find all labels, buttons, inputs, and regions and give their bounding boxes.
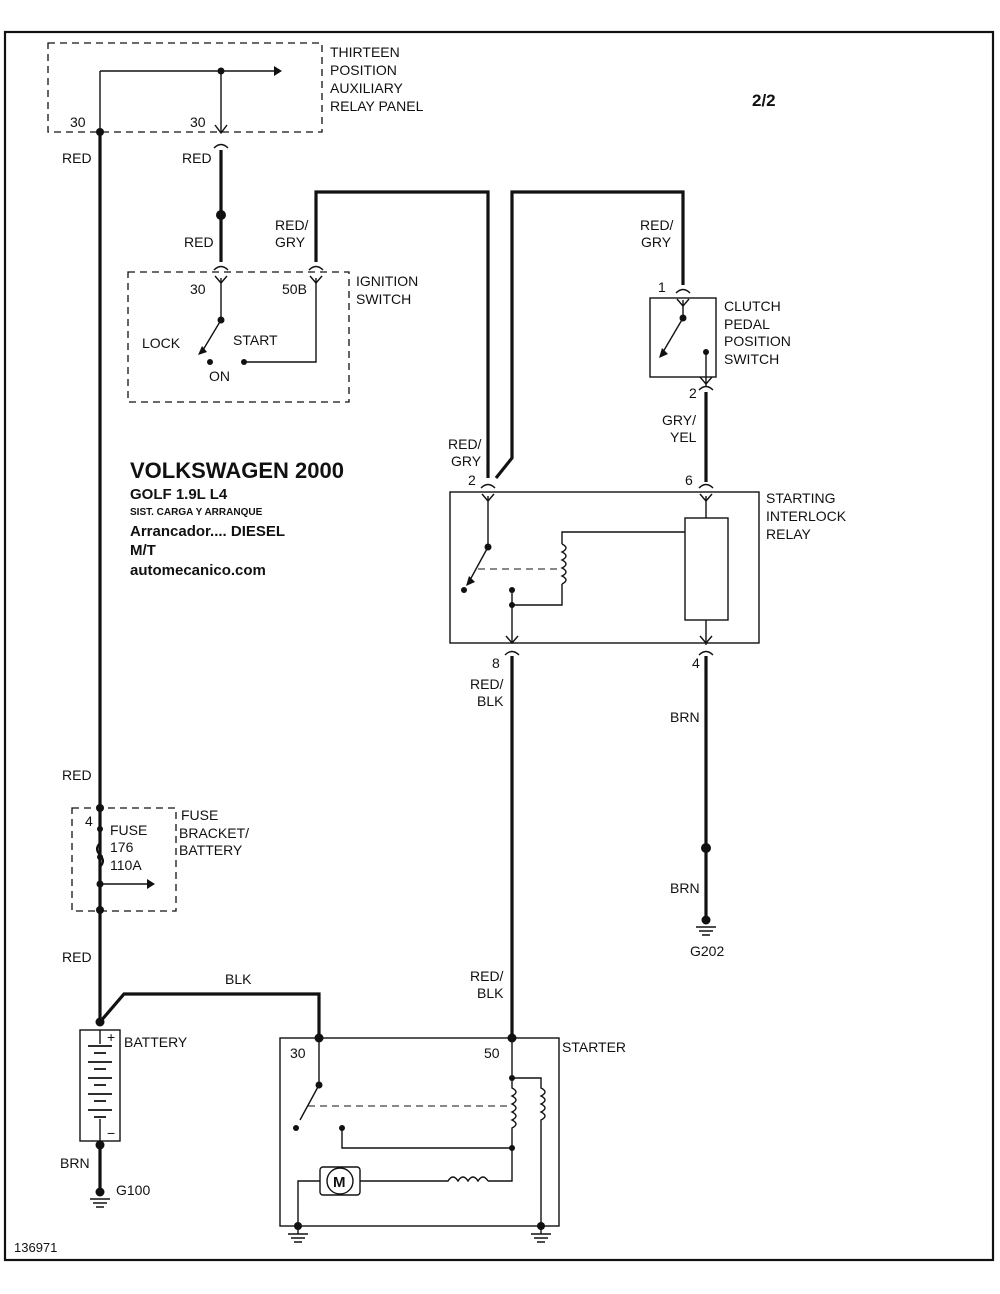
fuse-text-3: 110A bbox=[110, 857, 142, 873]
ground-g202-label: G202 bbox=[690, 943, 724, 959]
relay-pin-8: 8 bbox=[492, 655, 500, 671]
wire-label-red-2: RED bbox=[182, 150, 212, 166]
relay-panel-label-2: POSITION bbox=[330, 62, 397, 78]
wire-main-red: RED RED RED bbox=[62, 128, 104, 1022]
wire-gry-yel: GRY/ YEL bbox=[662, 392, 708, 482]
clutch-label-2: PEDAL bbox=[724, 316, 770, 332]
wire-label-red-3: RED bbox=[184, 234, 214, 250]
title-line-4: Arrancador.... DIESEL bbox=[130, 523, 285, 540]
wire-blk: BLK bbox=[98, 971, 321, 1038]
clutch-pin-1: 1 bbox=[658, 279, 666, 295]
wire-label-red-5: RED bbox=[62, 949, 92, 965]
wire-label-brn-3: BRN bbox=[60, 1155, 90, 1171]
ground-g100: G100 bbox=[90, 1182, 150, 1208]
wire-red-gry-relay-to-clutch: RED/ GRY bbox=[494, 190, 685, 479]
ignition-pin-30: 30 bbox=[190, 281, 206, 297]
wire-label-red-gry-1a: RED/ bbox=[275, 217, 309, 233]
relay-pin-4: 4 bbox=[692, 655, 700, 671]
relay-label-1: STARTING bbox=[766, 490, 836, 506]
wire-label-brn-2: BRN bbox=[670, 880, 700, 896]
ground-g100-label: G100 bbox=[116, 1182, 150, 1198]
title-line-1: VOLKSWAGEN 2000 bbox=[130, 458, 344, 483]
relay-panel-label-3: AUXILIARY bbox=[330, 80, 404, 96]
wire-label-red-gry-1b: GRY bbox=[275, 234, 306, 250]
wire-red-blk: RED/ BLK RED/ BLK bbox=[470, 656, 514, 1038]
fuse-pin-4: 4 bbox=[85, 813, 93, 829]
wire-label-red-gry-3a: RED/ bbox=[640, 217, 674, 233]
wire-red-ignition: RED RED bbox=[182, 150, 226, 262]
ground-g202: G202 bbox=[690, 915, 724, 959]
relay-panel-pin-right: 30 bbox=[190, 114, 206, 130]
clutch-pedal-switch: 1 2 CLUTCH PEDAL POSITION SWITCH bbox=[649, 279, 791, 401]
title-line-5: M/T bbox=[130, 542, 156, 559]
wire-label-red-blk-1b: BLK bbox=[477, 693, 504, 709]
clutch-pin-2: 2 bbox=[689, 385, 697, 401]
fuse-label-2: BRACKET/ bbox=[179, 825, 249, 841]
battery-label: BATTERY bbox=[124, 1034, 188, 1050]
wire-label-red-blk-2b: BLK bbox=[477, 985, 504, 1001]
wire-label-red-gry-2a: RED/ bbox=[448, 436, 482, 452]
clutch-label-4: SWITCH bbox=[724, 351, 779, 367]
ignition-switch: 30 50B LOCK START ON IGNITION SWITCH bbox=[127, 265, 418, 403]
ignition-pin-50b: 50B bbox=[282, 281, 307, 297]
ignition-label-1: IGNITION bbox=[356, 273, 418, 289]
battery: + − BATTERY BRN bbox=[60, 1017, 188, 1191]
fuse-text-1: FUSE bbox=[110, 822, 147, 838]
title-block: VOLKSWAGEN 2000 GOLF 1.9L L4 SIST. CARGA… bbox=[130, 458, 344, 579]
wire-label-red-1: RED bbox=[62, 150, 92, 166]
page-border bbox=[3, 30, 995, 1262]
fuse-text-2: 176 bbox=[110, 839, 134, 855]
wire-label-red-gry-2b: GRY bbox=[451, 453, 482, 469]
wire-label-blk: BLK bbox=[225, 971, 252, 987]
starter-pin-50: 50 bbox=[484, 1045, 500, 1061]
fuse-bracket: 4 FUSE 176 110A FUSE BRACKET/ BATTERY bbox=[71, 804, 249, 914]
starter-motor-label: M bbox=[333, 1174, 346, 1191]
starter-pin-30: 30 bbox=[290, 1045, 306, 1061]
ignition-pos-on: ON bbox=[209, 368, 230, 384]
starting-interlock-relay: 2 6 8 4 STARTING INTERLOCK RELAY bbox=[449, 472, 847, 671]
relay-panel: 30 30 THIRTEEN POSITION AUXILIARY RELAY … bbox=[47, 42, 424, 135]
wire-red-gry-ignition-to-relay: RED/ GRY RED/ GRY bbox=[275, 190, 490, 478]
wire-label-gry-yel-a: GRY/ bbox=[662, 412, 696, 428]
title-line-3: SIST. CARGA Y ARRANQUE bbox=[130, 507, 263, 518]
wire-brn-g202: BRN BRN bbox=[670, 656, 711, 918]
relay-panel-label-4: RELAY PANEL bbox=[330, 98, 424, 114]
title-line-6: automecanico.com bbox=[130, 562, 266, 579]
ignition-pos-start: START bbox=[233, 332, 278, 348]
clutch-label-3: POSITION bbox=[724, 333, 791, 349]
relay-label-2: INTERLOCK bbox=[766, 508, 847, 524]
battery-minus: − bbox=[107, 1125, 115, 1141]
fuse-label-1: FUSE bbox=[181, 807, 218, 823]
starter-label: STARTER bbox=[562, 1039, 626, 1055]
relay-panel-label-1: THIRTEEN bbox=[330, 44, 400, 60]
clutch-label-1: CLUTCH bbox=[724, 298, 781, 314]
wire-label-red-gry-3b: GRY bbox=[641, 234, 672, 250]
relay-pin-6: 6 bbox=[685, 472, 693, 488]
wire-label-red-4: RED bbox=[62, 767, 92, 783]
starter: 30 50 STARTER M bbox=[279, 1033, 626, 1243]
fuse-label-3: BATTERY bbox=[179, 842, 243, 858]
ignition-label-2: SWITCH bbox=[356, 291, 411, 307]
battery-plus: + bbox=[107, 1029, 115, 1045]
page-number: 2/2 bbox=[752, 91, 776, 110]
relay-label-3: RELAY bbox=[766, 526, 812, 542]
title-line-2: GOLF 1.9L L4 bbox=[130, 486, 228, 503]
wire-label-red-blk-1a: RED/ bbox=[470, 676, 504, 692]
relay-panel-pin-left: 30 bbox=[70, 114, 86, 130]
ignition-pos-lock: LOCK bbox=[142, 335, 181, 351]
relay-pin-2: 2 bbox=[468, 472, 476, 488]
diagram-code: 136971 bbox=[14, 1240, 57, 1255]
wire-label-brn-1: BRN bbox=[670, 709, 700, 725]
wire-label-gry-yel-b: YEL bbox=[670, 429, 697, 445]
wire-label-red-blk-2a: RED/ bbox=[470, 968, 504, 984]
